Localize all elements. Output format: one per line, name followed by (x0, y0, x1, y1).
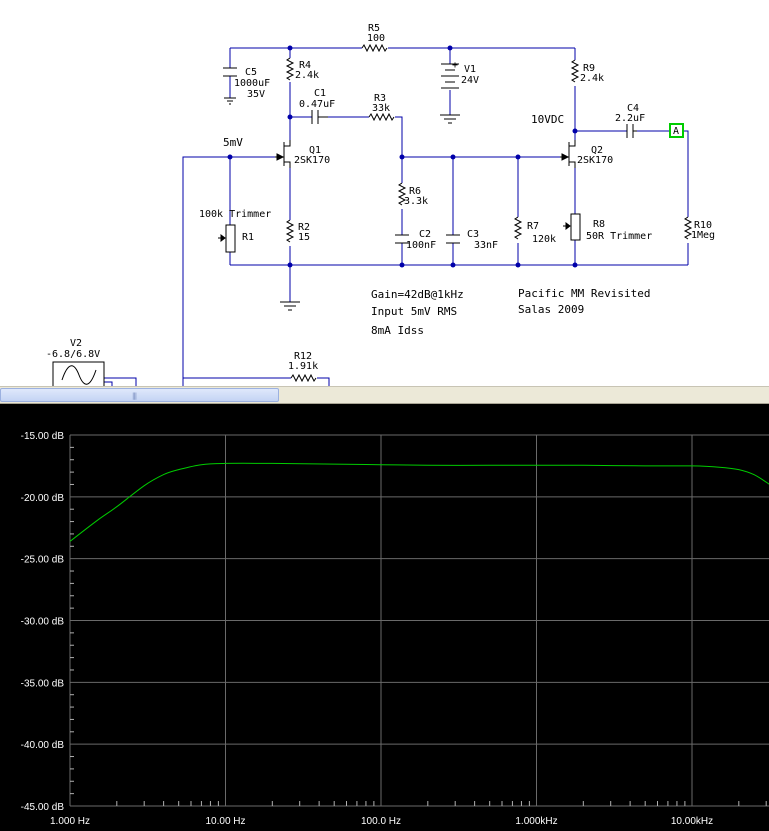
grip-icon: ||| (132, 392, 137, 400)
v1-name: V1 (464, 64, 476, 75)
v1-value: 24V (461, 75, 479, 86)
c5-name: C5 (245, 67, 257, 78)
r12-name: R12 (294, 351, 312, 362)
note-input: Input 5mV RMS (371, 305, 457, 318)
y-tick-label: -25.00 dB (21, 555, 65, 566)
y-tick-label: -20.00 dB (21, 493, 65, 504)
c4-capacitor (626, 124, 637, 138)
r3-resistor (368, 112, 395, 122)
x-tick-label: 100.0 Hz (361, 816, 401, 827)
horizontal-scrollbar[interactable]: ||| (0, 386, 769, 404)
r5-name: R5 (368, 23, 380, 34)
q1-name: Q1 (309, 145, 321, 156)
y-tick-label: -35.00 dB (21, 678, 65, 689)
plot-minor-ticks (70, 446, 767, 806)
r7-resistor (513, 216, 523, 240)
r1-trimmer (218, 224, 236, 253)
note-title: Pacific MM Revisited (518, 287, 650, 300)
r12-value: 1.91k (288, 361, 318, 372)
r12-resistor (290, 373, 317, 383)
c3-value: 33nF (474, 240, 498, 251)
c1-value: 0.47uF (299, 99, 335, 110)
r7-name: R7 (527, 221, 539, 232)
x-tick-label: 1.000kHz (515, 816, 557, 827)
schematic-wires (104, 47, 689, 388)
r9-resistor (570, 59, 580, 83)
note-gain: Gain=42dB@1kHz (371, 288, 464, 301)
r8-trimmer (563, 213, 581, 241)
probe-label: A (673, 126, 679, 137)
q1-value: 2SK170 (294, 155, 330, 166)
note-idss: 8mA Idss (371, 324, 424, 337)
r3-name: R3 (374, 93, 386, 104)
y-tick-label: -45.00 dB (21, 802, 65, 813)
probe-marker[interactable] (669, 123, 684, 138)
plot-grid (69, 434, 769, 807)
r2-resistor (285, 219, 295, 243)
q2-jfet (560, 140, 576, 168)
frequency-response-plot[interactable]: -15.00 dB -20.00 dB -25.00 dB -30.00 dB -35.… (0, 404, 769, 831)
drain-voltage-label: 10VDC (531, 113, 564, 126)
v2-sine-source (52, 361, 105, 388)
r10-value: 1Meg (691, 230, 715, 241)
r1-name: R1 (242, 232, 254, 243)
v2-value: -6.8/6.8V (46, 349, 100, 360)
x-tick-label: 1.000 Hz (50, 816, 90, 827)
r10-resistor (683, 216, 693, 240)
c3-name: C3 (467, 229, 479, 240)
c5-rating: 35V (247, 89, 265, 100)
r3-value: 33k (372, 103, 390, 114)
q2-name: Q2 (591, 145, 603, 156)
x-tick-label: 10.00 Hz (205, 816, 245, 827)
r6-resistor (397, 182, 407, 206)
r1-value: 100k Trimmer (199, 209, 271, 220)
y-axis-labels: -15.00 dB -20.00 dB -25.00 dB -30.00 dB -35.… (21, 431, 65, 813)
y-tick-label: -40.00 dB (21, 740, 65, 751)
r4-name: R4 (299, 60, 311, 71)
q2-value: 2SK170 (577, 155, 613, 166)
c3-capacitor (446, 234, 460, 244)
c5-value: 1000uF (234, 78, 270, 89)
r6-value: 3.3k (404, 196, 428, 207)
c1-name: C1 (314, 88, 326, 99)
c2-value: 100nF (406, 240, 436, 251)
x-axis-labels: 1.000 Hz 10.00 Hz 100.0 Hz 1.000kHz 10.00kHz (50, 816, 713, 827)
x-tick-label: 10.00kHz (671, 816, 713, 827)
r10-name: R10 (694, 220, 712, 231)
c2-capacitor (395, 234, 409, 244)
note-author: Salas 2009 (518, 303, 584, 316)
r4-resistor (285, 57, 295, 81)
v2-name: V2 (70, 338, 82, 349)
r7-value: 120k (532, 234, 556, 245)
c4-name: C4 (627, 103, 639, 114)
r5-resistor (361, 43, 388, 53)
r8-value: 50R Trimmer (586, 231, 652, 242)
c1-capacitor (311, 110, 328, 124)
c5-capacitor (223, 67, 237, 105)
r2-name: R2 (298, 222, 310, 233)
r9-value: 2.4k (580, 73, 604, 84)
scrollbar-thumb[interactable]: ||| (0, 388, 279, 402)
response-trace (69, 462, 769, 542)
v1-polarity: + (452, 60, 458, 71)
q1-jfet (275, 140, 291, 168)
c2-name: C2 (419, 229, 431, 240)
y-tick-label: -15.00 dB (21, 431, 65, 442)
r5-value: 100 (367, 33, 385, 44)
r2-value: 15 (298, 232, 310, 243)
r9-name: R9 (583, 63, 595, 74)
ground-symbol (280, 301, 300, 311)
schematic-canvas[interactable]: A R5 100 C5 1000uF 35V R4 2.4k + V1 24V … (0, 0, 769, 388)
r4-value: 2.4k (295, 70, 319, 81)
input-level-label: 5mV (223, 136, 243, 149)
r8-name: R8 (593, 219, 605, 230)
y-tick-label: -30.00 dB (21, 617, 65, 628)
r6-name: R6 (409, 186, 421, 197)
v1-battery (440, 63, 460, 124)
c4-value: 2.2uF (615, 113, 645, 124)
wire-junctions (227, 45, 578, 268)
